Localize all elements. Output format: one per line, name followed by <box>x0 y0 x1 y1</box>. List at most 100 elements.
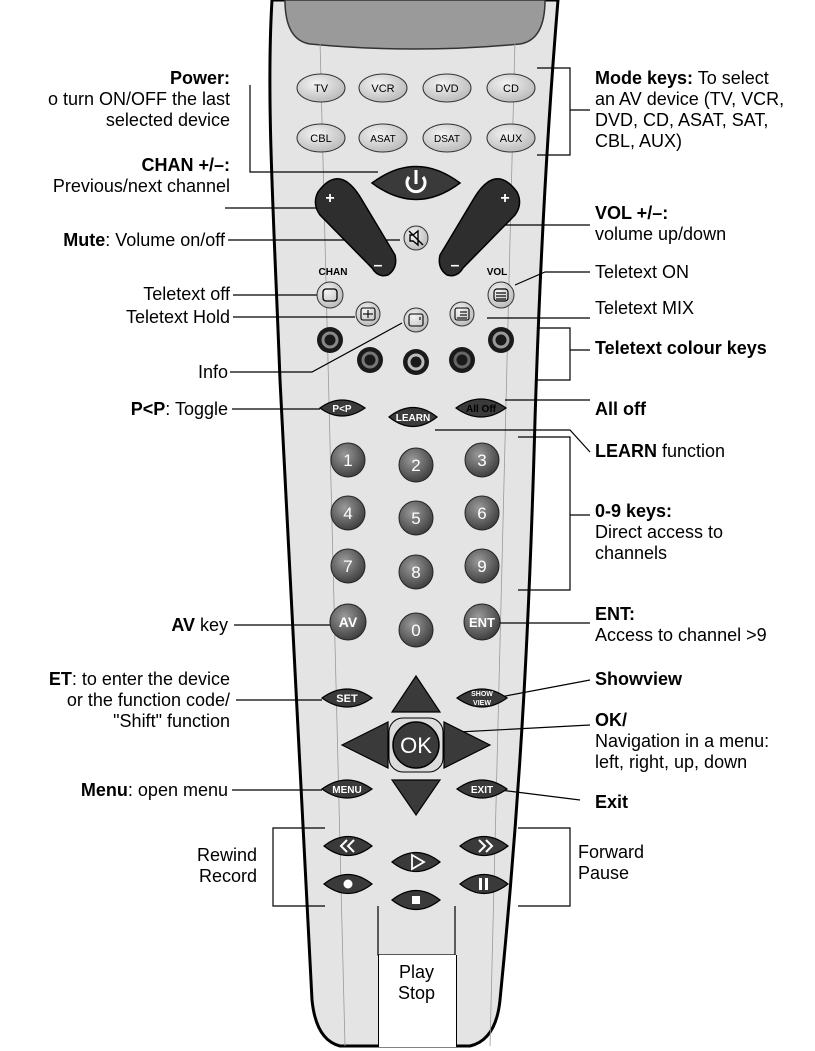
power-button[interactable] <box>370 165 462 201</box>
teletext-mix-button[interactable] <box>449 301 475 327</box>
play-button[interactable] <box>391 851 441 873</box>
record-button[interactable] <box>323 873 373 895</box>
chan-label-text: CHAN +/–: Previous/next channel <box>53 155 230 197</box>
play-icon <box>411 853 426 871</box>
set-key-label: SET <box>336 693 358 705</box>
mode-key-label: VCR <box>371 83 394 95</box>
digit-key-0[interactable]: 0 <box>398 612 434 648</box>
set-button[interactable]: SET <box>320 688 374 708</box>
display-window <box>284 0 546 50</box>
teletext-hold-button[interactable] <box>355 301 381 327</box>
mode-key-tv[interactable]: TV <box>296 73 346 103</box>
mode-key-dsat[interactable]: DSAT <box>422 123 472 153</box>
vol-label-title: VOL +/–: <box>595 203 669 223</box>
play-label: Play <box>398 962 434 982</box>
chan-rocker[interactable]: + – CHAN <box>314 178 397 278</box>
digits-label-title: 0-9 keys: <box>595 501 673 521</box>
ent-label-title: ENT: <box>595 604 635 624</box>
colour-key-yellow[interactable] <box>403 349 429 375</box>
chan-minus-icon: – <box>374 257 383 274</box>
digit-key-7[interactable]: 7 <box>330 548 366 584</box>
av-button[interactable]: AV <box>329 603 367 641</box>
power-label-title: Power: <box>169 68 230 88</box>
digit-key-1[interactable]: 1 <box>330 442 366 478</box>
set-label-rest: : to enter the device <box>71 669 230 689</box>
mode-key-cbl[interactable]: CBL <box>296 123 346 153</box>
learn-button[interactable]: LEARN <box>388 406 438 428</box>
learn-label-title: LEARN <box>595 441 657 461</box>
nav-down-button[interactable] <box>390 779 442 817</box>
all-off-key-label: All Off <box>466 404 497 415</box>
ok-button[interactable]: OK <box>392 721 440 769</box>
pp-label-rest: : Toggle <box>165 399 228 419</box>
teletext-on-icon <box>493 288 509 302</box>
rewind-button[interactable] <box>323 835 373 857</box>
teletext-hold-label: Teletext Hold <box>125 307 230 327</box>
vol-plus-icon: + <box>500 190 509 207</box>
mode-key-cd[interactable]: CD <box>486 73 536 103</box>
menu-key-label: MENU <box>332 785 361 796</box>
rewind-record-label: Rewind Record <box>197 845 257 887</box>
power-label-line2: selected device <box>105 110 230 130</box>
mode-key-asat[interactable]: ASAT <box>358 123 408 153</box>
stop-label: Stop <box>397 983 436 1003</box>
nav-up-button[interactable] <box>390 674 442 713</box>
teletext-hold-icon <box>360 307 376 321</box>
learn-label-rest: function <box>657 441 726 461</box>
av-label-rest: key <box>194 615 228 635</box>
learn-key-label: LEARN <box>396 413 430 424</box>
mute-label-rest: : Volume on/off <box>105 230 225 250</box>
exit-button[interactable]: EXIT <box>455 779 509 799</box>
digit-key-8[interactable]: 8 <box>398 554 434 590</box>
digit-key-9[interactable]: 9 <box>464 548 500 584</box>
mode-key-dvd[interactable]: DVD <box>422 73 472 103</box>
pp-button[interactable]: P<P <box>318 399 367 417</box>
mode-keys-label: Mode keys: To select an AV device (TV, V… <box>595 68 784 152</box>
ok-label: OK/ Navigation in a menu: left, right, u… <box>595 710 769 773</box>
chan-label: CHAN <box>319 267 348 278</box>
menu-label-rest: : open menu <box>127 780 228 800</box>
digit-key-4[interactable]: 4 <box>330 495 366 531</box>
forward-button[interactable] <box>459 835 509 857</box>
menu-button[interactable]: MENU <box>320 779 374 799</box>
teletext-on-button[interactable] <box>487 281 515 309</box>
vol-rocker[interactable]: + – VOL <box>438 178 521 278</box>
pause-icon <box>479 878 488 890</box>
colour-key-white[interactable] <box>488 327 514 353</box>
nav-left-button[interactable] <box>340 721 389 769</box>
teletext-off-label: Teletext off <box>143 284 230 304</box>
ent-button[interactable]: ENT <box>463 603 501 641</box>
menu-label: Menu: open menu <box>81 780 228 801</box>
menu-label-title: Menu <box>80 780 128 800</box>
info-button[interactable] <box>403 307 429 333</box>
digit-key-5[interactable]: 5 <box>398 500 434 536</box>
forward-pause-label: Forward Pause <box>578 842 644 884</box>
record-label: Record <box>198 866 257 886</box>
av-label-title: AV <box>171 615 195 635</box>
colour-key-green[interactable] <box>357 347 383 373</box>
showview-button[interactable]: SHOW VIEW <box>455 688 509 708</box>
nav-right-button[interactable] <box>443 721 492 769</box>
mode-key-vcr[interactable]: VCR <box>358 73 408 103</box>
pause-button[interactable] <box>459 873 509 895</box>
play-stop-label: Play Stop <box>378 962 455 1004</box>
digit-key-2[interactable]: 2 <box>398 447 434 483</box>
colour-key-blue[interactable] <box>449 347 475 373</box>
mode-label-rest: To select <box>693 68 769 88</box>
record-icon <box>343 879 353 889</box>
digit-key-3[interactable]: 3 <box>464 442 500 478</box>
digit-label: 7 <box>343 557 352 576</box>
mode-key-aux[interactable]: AUX <box>486 123 536 153</box>
pp-label: P<P: Toggle <box>131 399 228 420</box>
pause-label: Pause <box>578 863 630 883</box>
teletext-off-button[interactable] <box>316 281 344 309</box>
mute-button[interactable] <box>403 225 429 251</box>
colour-key-red[interactable] <box>317 327 343 353</box>
all-off-label: All off <box>595 399 646 420</box>
ok-label-line2: left, right, up, down <box>595 752 748 772</box>
all-off-button[interactable]: All Off <box>454 398 508 418</box>
colour-keys-label: Teletext colour keys <box>595 338 767 359</box>
digit-key-6[interactable]: 6 <box>464 495 500 531</box>
stop-button[interactable] <box>391 889 441 911</box>
